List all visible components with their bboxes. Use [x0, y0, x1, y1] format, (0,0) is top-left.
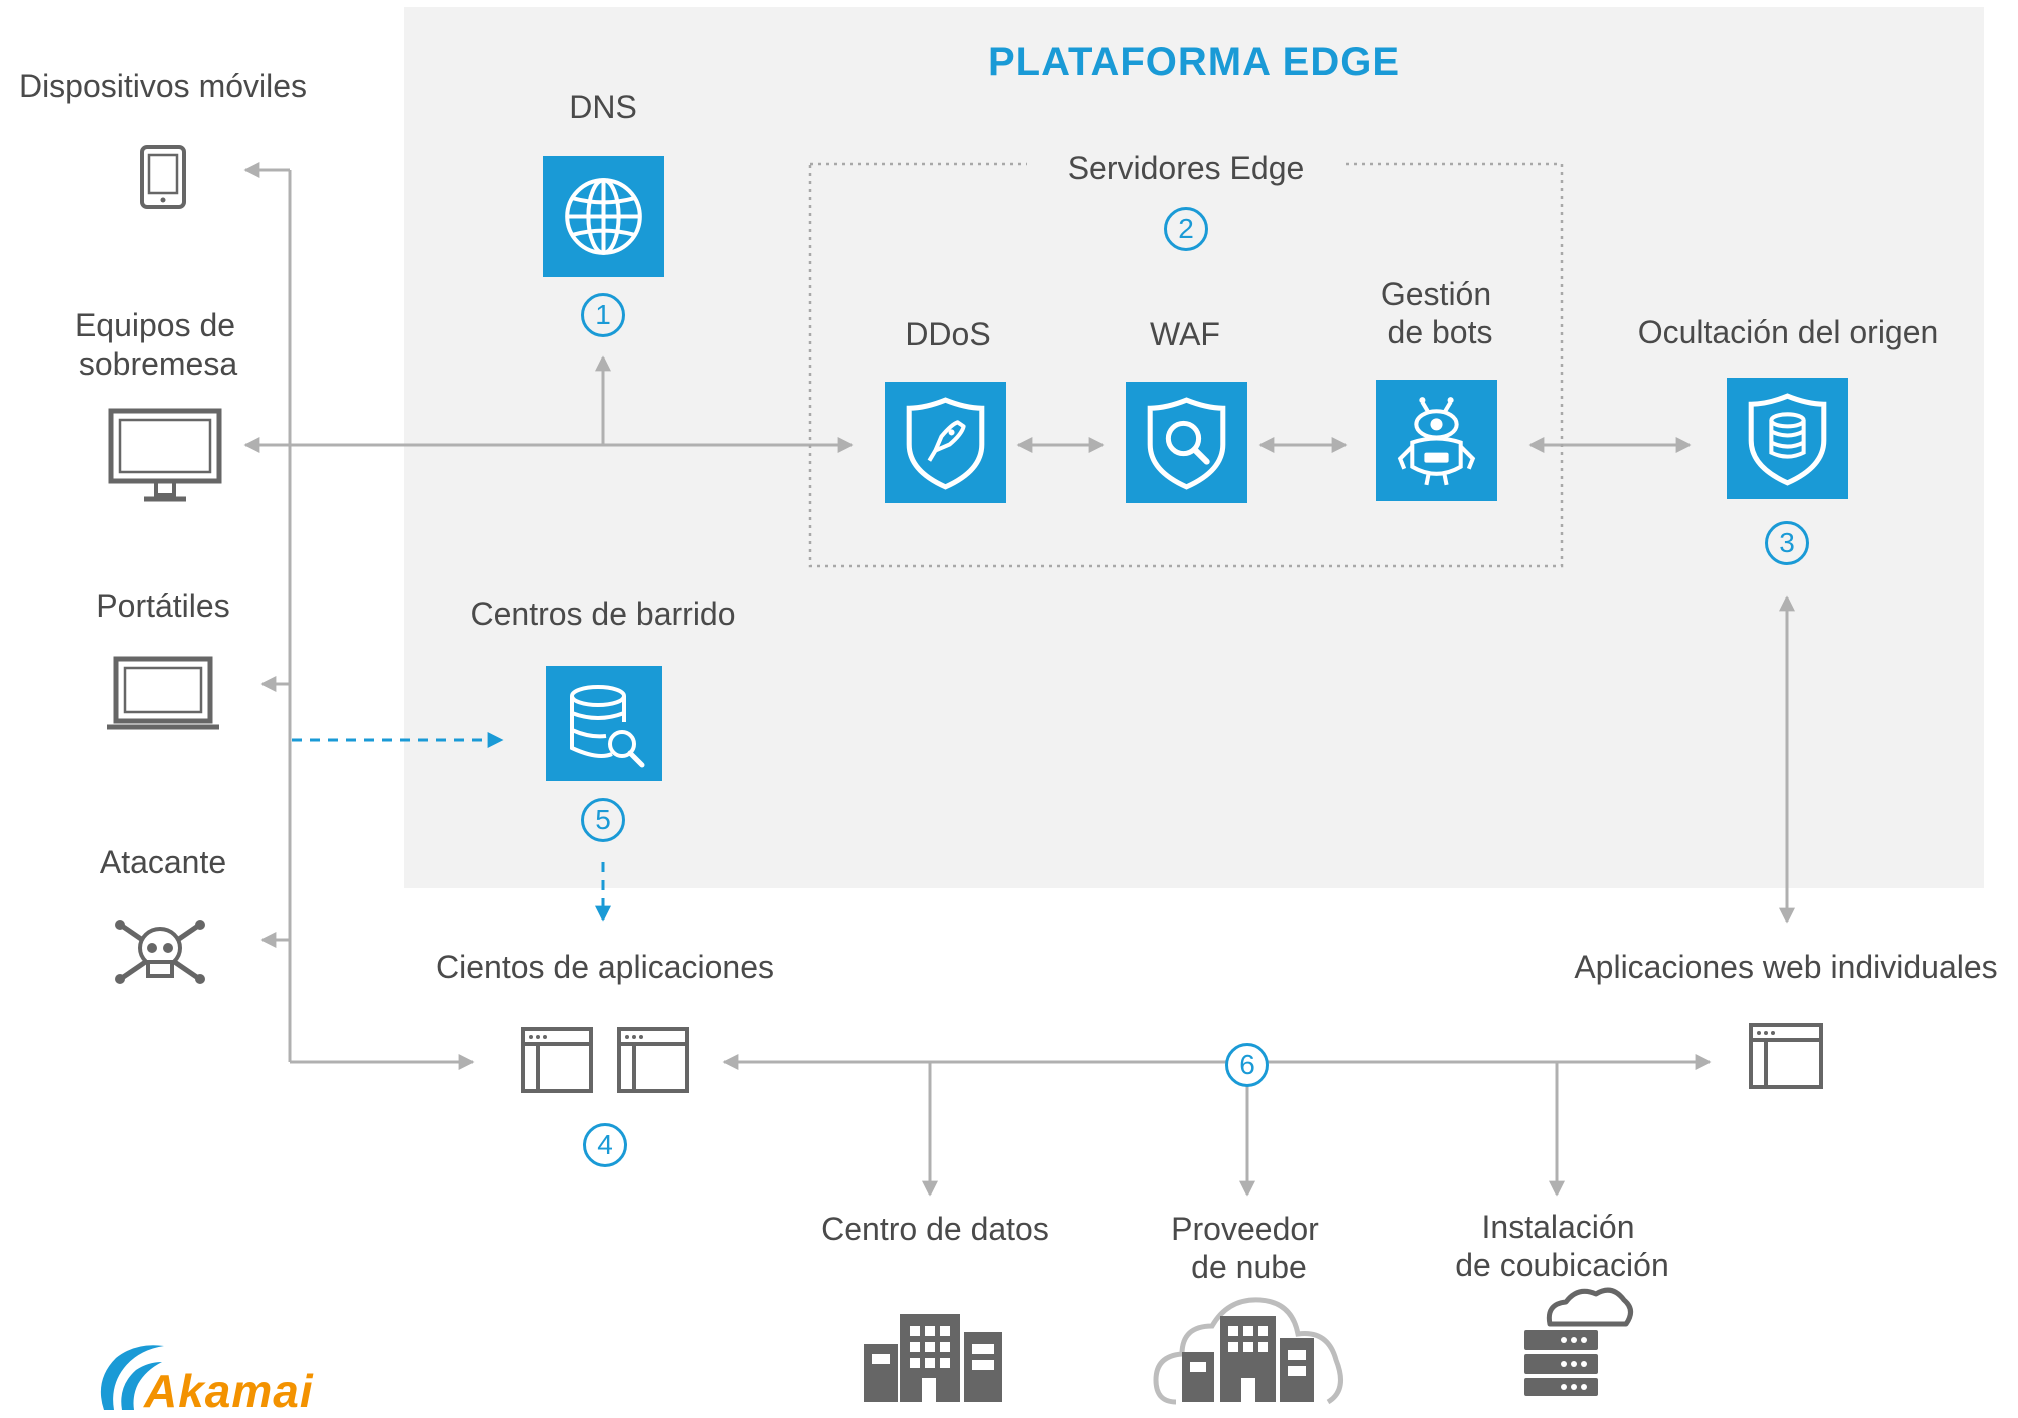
cloud-label-line1: Proveedor [1171, 1211, 1319, 1247]
webapps-label: Aplicaciones web individuales [1574, 949, 1998, 985]
waf-label: WAF [1150, 316, 1220, 352]
dns-label: DNS [569, 89, 637, 125]
origin-cloaking-box[interactable] [1727, 378, 1848, 499]
laptop-icon [107, 656, 219, 730]
shield-database-icon [1748, 393, 1827, 486]
bots-label-line1: Gestión [1380, 276, 1492, 312]
database-search-icon [570, 685, 645, 768]
step-number-4: 4 [583, 1123, 627, 1167]
shield-rocket-icon [906, 397, 985, 490]
desktop-label-line2: sobremesa [78, 346, 238, 382]
step-number-6: 6 [1225, 1043, 1269, 1087]
akamai-wave-icon [100, 1345, 164, 1410]
globe-icon [565, 178, 642, 255]
akamai-logo-text: Akamai [144, 1365, 314, 1417]
robot-icon [1397, 397, 1476, 486]
step-number-2: 2 [1164, 207, 1208, 251]
buildings-icon [864, 1314, 1002, 1402]
scrubbing-label: Centros de barrido [470, 596, 736, 632]
shield-search-icon [1147, 397, 1226, 490]
bots-label-line2: de bots [1387, 314, 1493, 350]
browser-window-icon [617, 1027, 689, 1093]
platform-title: PLATAFORMA EDGE [987, 40, 1401, 84]
smartphone-icon [140, 145, 186, 209]
edge-servers-label: Servidores Edge [1067, 150, 1305, 186]
monitor-icon [108, 408, 222, 502]
waf-box[interactable] [1126, 382, 1247, 503]
colo-label-line2: de coubicación [1455, 1247, 1669, 1283]
dns-box[interactable] [543, 156, 664, 277]
skull-crossbones-icon [115, 920, 205, 984]
akamai-logo: Akamai [92, 1340, 332, 1417]
step-number-1: 1 [581, 293, 625, 337]
colo-label-line1: Instalación [1481, 1209, 1635, 1245]
scrubbing-centers-box[interactable] [546, 666, 662, 781]
mobile-label: Dispositivos móviles [18, 68, 308, 104]
apps-label: Cientos de aplicaciones [436, 949, 774, 985]
cloud-label-line2: de nube [1191, 1249, 1307, 1285]
cloud-buildings-icon [1153, 1297, 1343, 1405]
datacenter-label: Centro de datos [821, 1211, 1049, 1247]
step-number-5: 5 [581, 798, 625, 842]
step-number-3: 3 [1765, 521, 1809, 565]
attacker-label: Atacante [99, 844, 227, 880]
desktop-label-line1: Equipos de [74, 307, 236, 343]
ddos-box[interactable] [885, 382, 1006, 503]
bot-management-box[interactable] [1376, 380, 1497, 501]
server-cloud-icon [1524, 1287, 1633, 1396]
ddos-label: DDoS [905, 316, 991, 352]
browser-window-icon [1749, 1023, 1823, 1089]
browser-window-icon [521, 1027, 593, 1093]
origin-label: Ocultación del origen [1637, 314, 1939, 350]
laptop-label: Portátiles [96, 588, 230, 624]
